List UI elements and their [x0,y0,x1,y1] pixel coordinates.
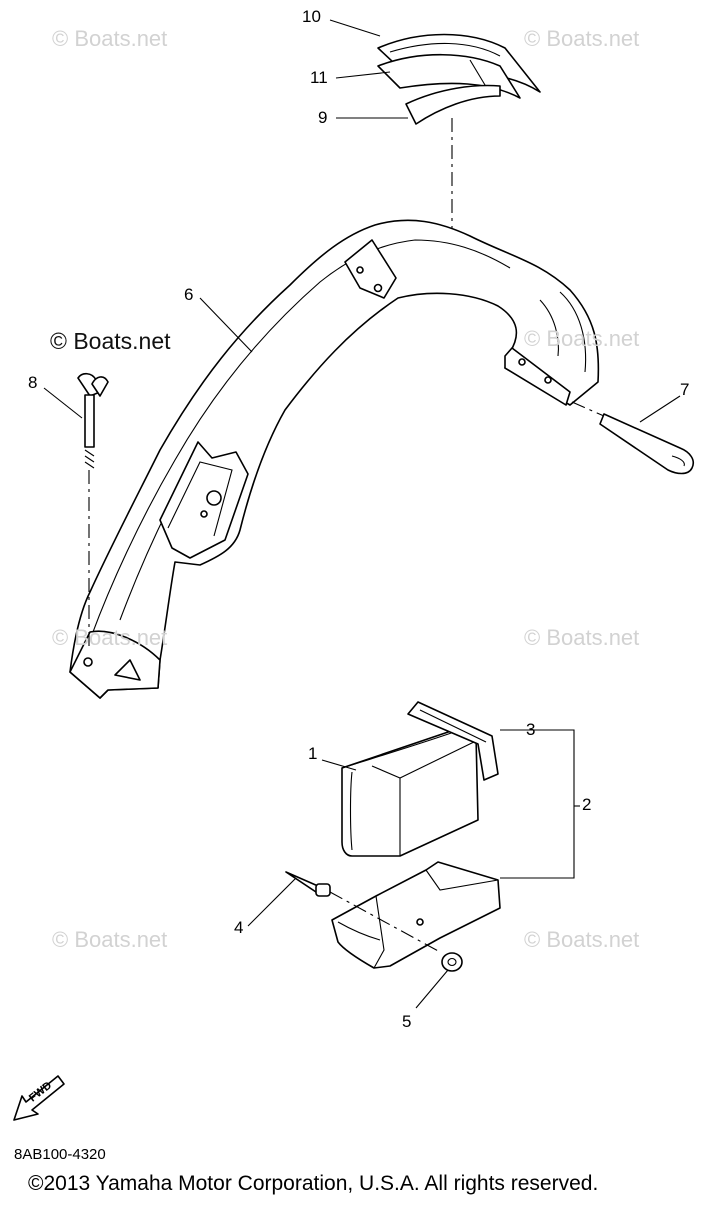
watermark-dark: © Boats.net [50,328,171,354]
leader-lines [43,19,681,1009]
callout-4: 4 [234,918,244,937]
fwd-arrow [13,1075,65,1121]
watermark: © Boats.net [52,625,168,650]
callout-5: 5 [402,1012,412,1031]
callout-9: 9 [318,108,328,127]
watermark: © Boats.net [524,625,640,650]
callout-8: 8 [28,373,38,392]
callout-10: 10 [302,7,321,26]
callout-11: 11 [310,68,328,87]
copyright-notice: ©2013 Yamaha Motor Corporation, U.S.A. A… [28,1172,599,1195]
watermark: © Boats.net [524,927,640,952]
part-2-lower-tray [331,861,501,969]
diagram-code: 8AB100-4320 [14,1146,106,1163]
callout-2: 2 [582,795,592,814]
part-9-pad [405,84,501,125]
callout-3: 3 [526,720,536,739]
part-6-rear-fender [69,219,600,699]
watermark: © Boats.net [524,26,640,51]
callout-1: 1 [308,744,318,763]
watermark: © Boats.net [52,927,168,952]
part-8-wing-bolt [77,372,109,650]
part-7-rod [571,401,695,475]
part-5-nut [441,952,463,972]
callout-7: 7 [680,380,690,399]
part-3-upper-bracket [407,701,499,781]
part-1-box [341,726,479,857]
part-4-screw [285,871,441,953]
watermark: © Boats.net [524,326,640,351]
callout-6: 6 [184,285,194,304]
watermark: © Boats.net [52,26,168,51]
